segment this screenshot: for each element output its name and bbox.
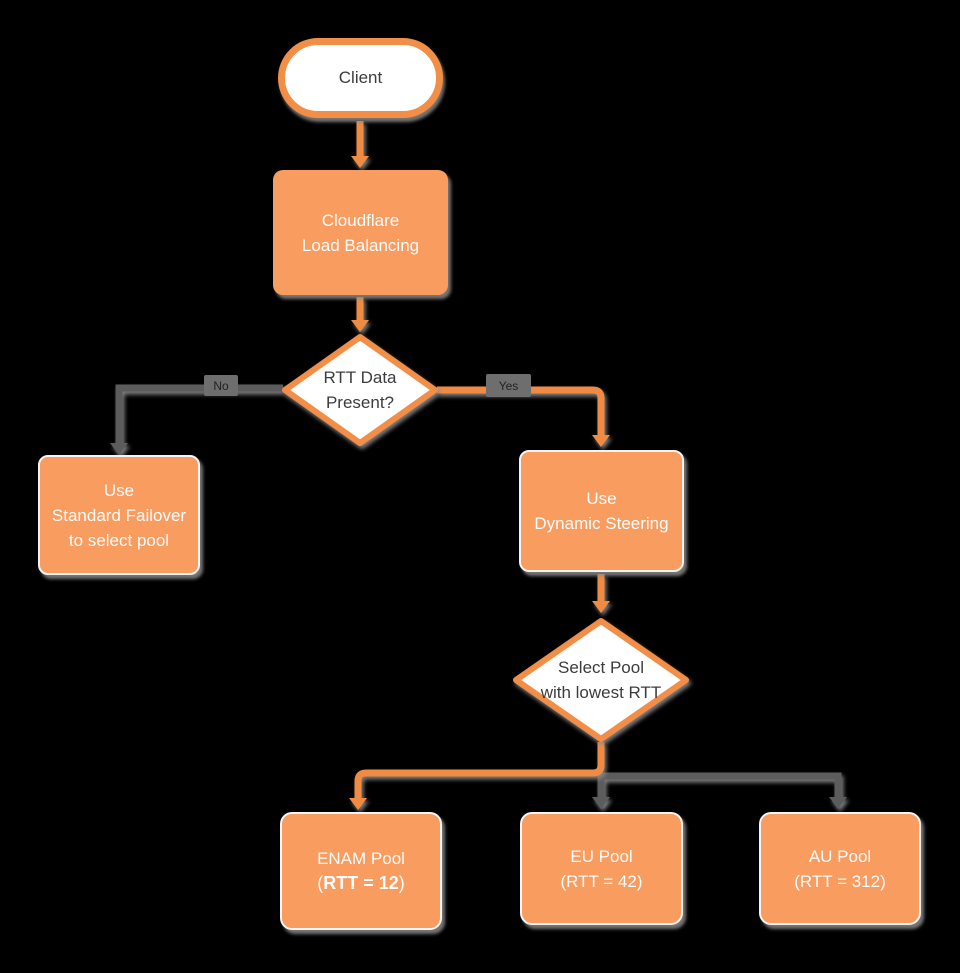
select-pool-line1: Select Pool bbox=[558, 658, 644, 677]
arrowhead-eu bbox=[592, 797, 610, 809]
connector-rtt-to-failover bbox=[115, 384, 283, 444]
standard-failover-line3: to select pool bbox=[68, 530, 170, 550]
orange-connectors bbox=[349, 121, 610, 810]
node-client-label: Client bbox=[338, 68, 383, 87]
arrowhead-selectpool bbox=[592, 601, 610, 613]
gray-connectors bbox=[110, 384, 847, 809]
arrowhead-steering bbox=[592, 435, 610, 447]
select-pool-line2: with lowest RTT bbox=[540, 683, 662, 702]
node-dynamic-steering: Use Dynamic Steering bbox=[519, 450, 684, 572]
node-eu-pool: EU Pool (RTT = 42) bbox=[520, 812, 683, 925]
connector-rtt-to-steering bbox=[437, 386, 605, 436]
node-enam-pool: ENAM Pool (RTT = 12) bbox=[280, 812, 442, 930]
node-select-pool-label: Select Pool with lowest RTT bbox=[511, 652, 691, 708]
standard-failover-line1: Use bbox=[103, 480, 135, 500]
au-pool-line2: (RTT = 312) bbox=[794, 871, 886, 891]
arrowhead-rtt bbox=[351, 320, 369, 332]
rtt-decision-line1: RTT Data bbox=[323, 368, 397, 387]
arrowhead-enam bbox=[349, 798, 367, 810]
arrowhead-failover bbox=[110, 443, 128, 455]
node-load-balancing: Cloudflare Load Balancing bbox=[273, 170, 448, 295]
diamond-shapes bbox=[282, 334, 689, 742]
node-au-pool: AU Pool (RTT = 312) bbox=[759, 812, 921, 925]
rtt-decision-line2: Present? bbox=[325, 393, 395, 412]
eu-pool-line1: EU Pool bbox=[570, 846, 633, 866]
node-load-balancing-line1: Cloudflare bbox=[321, 210, 400, 230]
enam-pool-line1: ENAM Pool bbox=[317, 849, 405, 868]
enam-pool-line2: (RTT = 12) bbox=[317, 873, 405, 893]
arrowhead-au bbox=[829, 797, 847, 809]
dynamic-steering-line2: Dynamic Steering bbox=[534, 514, 669, 533]
node-rtt-decision-label: RTT Data Present? bbox=[280, 362, 440, 418]
eu-pool-line2: (RTT = 42) bbox=[560, 871, 643, 891]
dynamic-steering-line1: Use bbox=[586, 489, 617, 508]
au-pool-line1: AU Pool bbox=[808, 846, 872, 866]
select-pool-diamond bbox=[513, 618, 689, 742]
rtt-decision-diamond bbox=[282, 334, 438, 446]
connector-selectpool-to-enam bbox=[354, 742, 605, 799]
node-load-balancing-line2: Load Balancing bbox=[301, 235, 420, 255]
edge-label-no: No bbox=[204, 375, 238, 396]
edge-label-yes: Yes bbox=[486, 374, 531, 397]
connector-selectpool-to-au bbox=[601, 772, 842, 798]
node-standard-failover: Use Standard Failover to select pool bbox=[38, 455, 200, 575]
node-client: Client bbox=[278, 38, 443, 118]
standard-failover-line2: Standard Failover bbox=[51, 505, 187, 525]
arrowhead-lb bbox=[351, 156, 369, 168]
